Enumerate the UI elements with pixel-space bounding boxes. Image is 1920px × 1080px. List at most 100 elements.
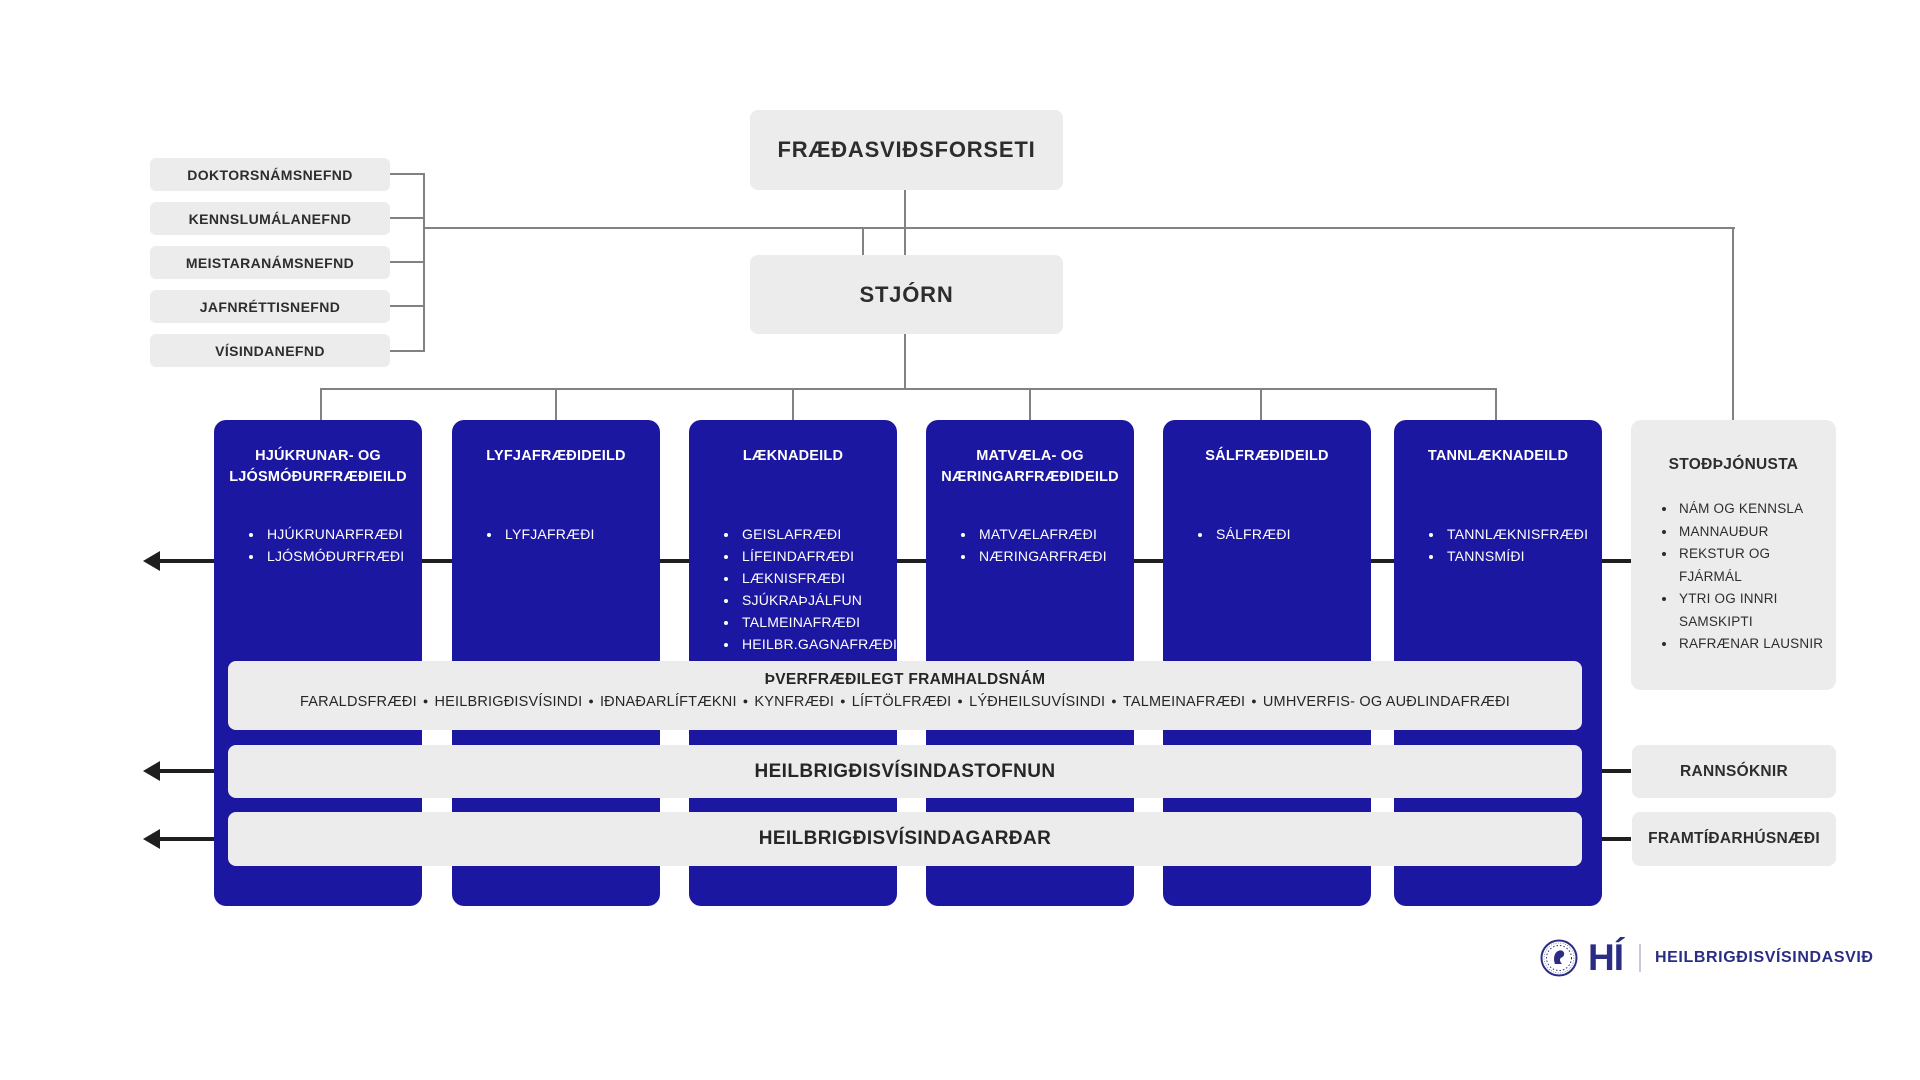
- department-title: LÆKNADEILD: [742, 448, 844, 464]
- connector-line: [390, 350, 423, 352]
- committee-doktorsnamsnefnd: DOKTORSNÁMSNEFND: [150, 158, 390, 191]
- program-item: LÍFEINDAFRÆÐI: [739, 545, 893, 567]
- department-programs: GEISLAFRÆÐILÍFEINDAFRÆÐILÆKNISFRÆÐISJÚKR…: [723, 523, 897, 655]
- cross-program-item: TALMEINAFRÆÐI: [1122, 694, 1246, 710]
- connector-line: [1732, 227, 1734, 420]
- footer-brand: HÍ HEILBRIGÐISVÍSINDASVIÐ: [1540, 936, 1874, 980]
- connector-line: [1260, 388, 1262, 420]
- cross-program-item: FARALDSFRÆÐI: [300, 694, 417, 710]
- committee-visindanefnd: VÍSINDANEFND: [150, 334, 390, 367]
- program-item: SJÚKRAÞJÁLFUN: [739, 589, 893, 611]
- support-services-items: NÁM OG KENNSLAMANNAUÐURREKSTUR OG FJÁRMÁ…: [1661, 498, 1828, 656]
- program-item: TALMEINAFRÆÐI: [739, 611, 893, 633]
- research-label: RANNSÓKNIR: [1679, 762, 1789, 780]
- connector-line: [423, 173, 425, 352]
- connector-line: [390, 217, 423, 219]
- program-item: GEISLAFRÆÐI: [739, 523, 893, 545]
- cross-program-item: IÐNAÐARLÍFTÆKNI: [599, 694, 737, 710]
- committee-label: MEISTARANÁMSNEFND: [185, 254, 355, 271]
- department-programs: MATVÆLAFRÆÐINÆRINGARFRÆÐI: [960, 523, 1130, 567]
- gardens-label: HEILBRIGÐISVÍSINDAGARÐAR: [758, 828, 1052, 849]
- dot-separator: ●: [1111, 696, 1117, 706]
- connector-line: [792, 388, 794, 420]
- interdisciplinary-programs: FARALDSFRÆÐI ● HEILBRIGÐISVÍSINDI ● IÐNAÐARL…: [228, 694, 1582, 710]
- president-label: FRÆÐASVIÐSFORSETI: [777, 137, 1036, 162]
- connector-line: [1495, 388, 1497, 420]
- university-seal-icon: [1540, 939, 1578, 977]
- program-item: TANNLÆKNISFRÆÐI: [1444, 523, 1598, 545]
- department-programs: LYFJAFRÆÐI: [486, 523, 656, 545]
- support-services-title: STOÐÞJÓNUSTA: [1668, 456, 1799, 473]
- program-item: LYFJAFRÆÐI: [502, 523, 656, 545]
- footer-divider: [1639, 944, 1641, 972]
- program-item: MATVÆLAFRÆÐI: [976, 523, 1130, 545]
- arrow-left-icon: [143, 829, 160, 849]
- committee-meistaranamsnefnd: MEISTARANÁMSNEFND: [150, 246, 390, 279]
- program-item: REKSTUR OG FJÁRMÁL: [1677, 543, 1828, 588]
- committee-label: KENNSLUMÁLANEFND: [188, 210, 352, 227]
- dot-separator: ●: [1251, 696, 1257, 706]
- department-programs: HJÚKRUNARFRÆÐILJÓSMÓÐURFRÆÐI: [248, 523, 418, 567]
- connector-line: [390, 261, 423, 263]
- program-item: NÁM OG KENNSLA: [1677, 498, 1828, 521]
- hi-logo-text: HÍ: [1588, 937, 1624, 978]
- program-item: SÁLFRÆÐI: [1213, 523, 1367, 545]
- cross-program-item: KYNFRÆÐI: [754, 694, 835, 710]
- connector-line: [390, 173, 423, 175]
- department-title: SÁLFRÆÐIDEILD: [1205, 448, 1329, 464]
- dot-separator: ●: [588, 696, 594, 706]
- connector-line: [423, 227, 1735, 229]
- dot-separator: ●: [422, 696, 429, 706]
- division-name: HEILBRIGÐISVÍSINDASVIÐ: [1655, 949, 1874, 966]
- future-housing-box: FRAMTÍÐARHÚSNÆÐI: [1632, 812, 1836, 866]
- research-box: RANNSÓKNIR: [1632, 745, 1836, 798]
- department-programs: SÁLFRÆÐI: [1197, 523, 1367, 545]
- future-housing-label: FRAMTÍÐARHÚSNÆÐI: [1648, 830, 1820, 847]
- arrow-left-icon: [143, 551, 160, 571]
- interdisciplinary-bar: ÞVERFRÆÐILEGT FRAMHALDSNÁM FARALDSFRÆÐI ●…: [228, 661, 1582, 730]
- program-item: LÆKNISFRÆÐI: [739, 567, 893, 589]
- support-services-box: STOÐÞJÓNUSTA NÁM OG KENNSLAMANNAUÐURREKS…: [1631, 420, 1836, 690]
- president-box: FRÆÐASVIÐSFORSETI: [750, 110, 1063, 190]
- program-item: YTRI OG INNRI SAMSKIPTI: [1677, 588, 1828, 633]
- dot-separator: ●: [840, 696, 846, 706]
- institution-bar: HEILBRIGÐISVÍSINDASTOFNUN: [228, 745, 1582, 798]
- connector-line: [1029, 388, 1031, 420]
- department-programs: TANNLÆKNISFRÆÐITANNSMÍÐI: [1428, 523, 1598, 567]
- cross-program-item: LÝÐHEILSUVÍSINDI: [969, 694, 1106, 710]
- board-box: STJÓRN: [750, 255, 1063, 334]
- program-item: RAFRÆNAR LAUSNIR: [1677, 633, 1828, 656]
- program-item: MANNAUÐUR: [1677, 521, 1828, 544]
- arrow-left-icon: [143, 761, 160, 781]
- program-item: HEILBR.GAGNAFRÆÐI: [739, 633, 897, 655]
- committee-kennslumalanefnd: KENNSLUMÁLANEFND: [150, 202, 390, 235]
- program-item: HJÚKRUNARFRÆÐI: [264, 523, 418, 545]
- committee-label: DOKTORSNÁMSNEFND: [187, 166, 353, 183]
- program-item: TANNSMÍÐI: [1444, 545, 1598, 567]
- program-item: NÆRINGARFRÆÐI: [976, 545, 1130, 567]
- committee-label: VÍSINDANEFND: [215, 342, 325, 359]
- interdisciplinary-title: ÞVERFRÆÐILEGT FRAMHALDSNÁM: [764, 671, 1046, 688]
- connector-line: [904, 334, 906, 390]
- connector-line: [862, 227, 864, 256]
- gardens-bar: HEILBRIGÐISVÍSINDAGARÐAR: [228, 812, 1582, 866]
- connector-line: [390, 305, 423, 307]
- department-title: MATVÆLA- OG NÆRINGARFRÆÐIDEILD: [941, 448, 1119, 486]
- connector-line: [320, 388, 322, 420]
- cross-program-item: HEILBRIGÐISVÍSINDI: [434, 694, 583, 710]
- dot-separator: ●: [957, 696, 964, 706]
- committee-label: JAFNRÉTTISNEFND: [199, 298, 341, 315]
- cross-program-item: UMHVERFIS- OG AUÐLINDAFRÆÐI: [1262, 694, 1510, 710]
- institution-label: HEILBRIGÐISVÍSINDASTOFNUN: [754, 761, 1056, 782]
- department-title: TANNLÆKNADEILD: [1427, 448, 1569, 464]
- department-title: HJÚKRUNAR- OG LJÓSMÓÐURFRÆÐIEILD: [229, 448, 407, 486]
- dot-separator: ●: [742, 696, 749, 706]
- board-label: STJÓRN: [859, 281, 954, 307]
- connector-line: [555, 388, 557, 420]
- connector-line: [904, 190, 906, 256]
- connector-line: [320, 388, 1497, 390]
- cross-program-item: LÍFTÖLFRÆÐI: [851, 694, 952, 710]
- committee-jafnrettisnefnd: JAFNRÉTTISNEFND: [150, 290, 390, 323]
- program-item: LJÓSMÓÐURFRÆÐI: [264, 545, 418, 567]
